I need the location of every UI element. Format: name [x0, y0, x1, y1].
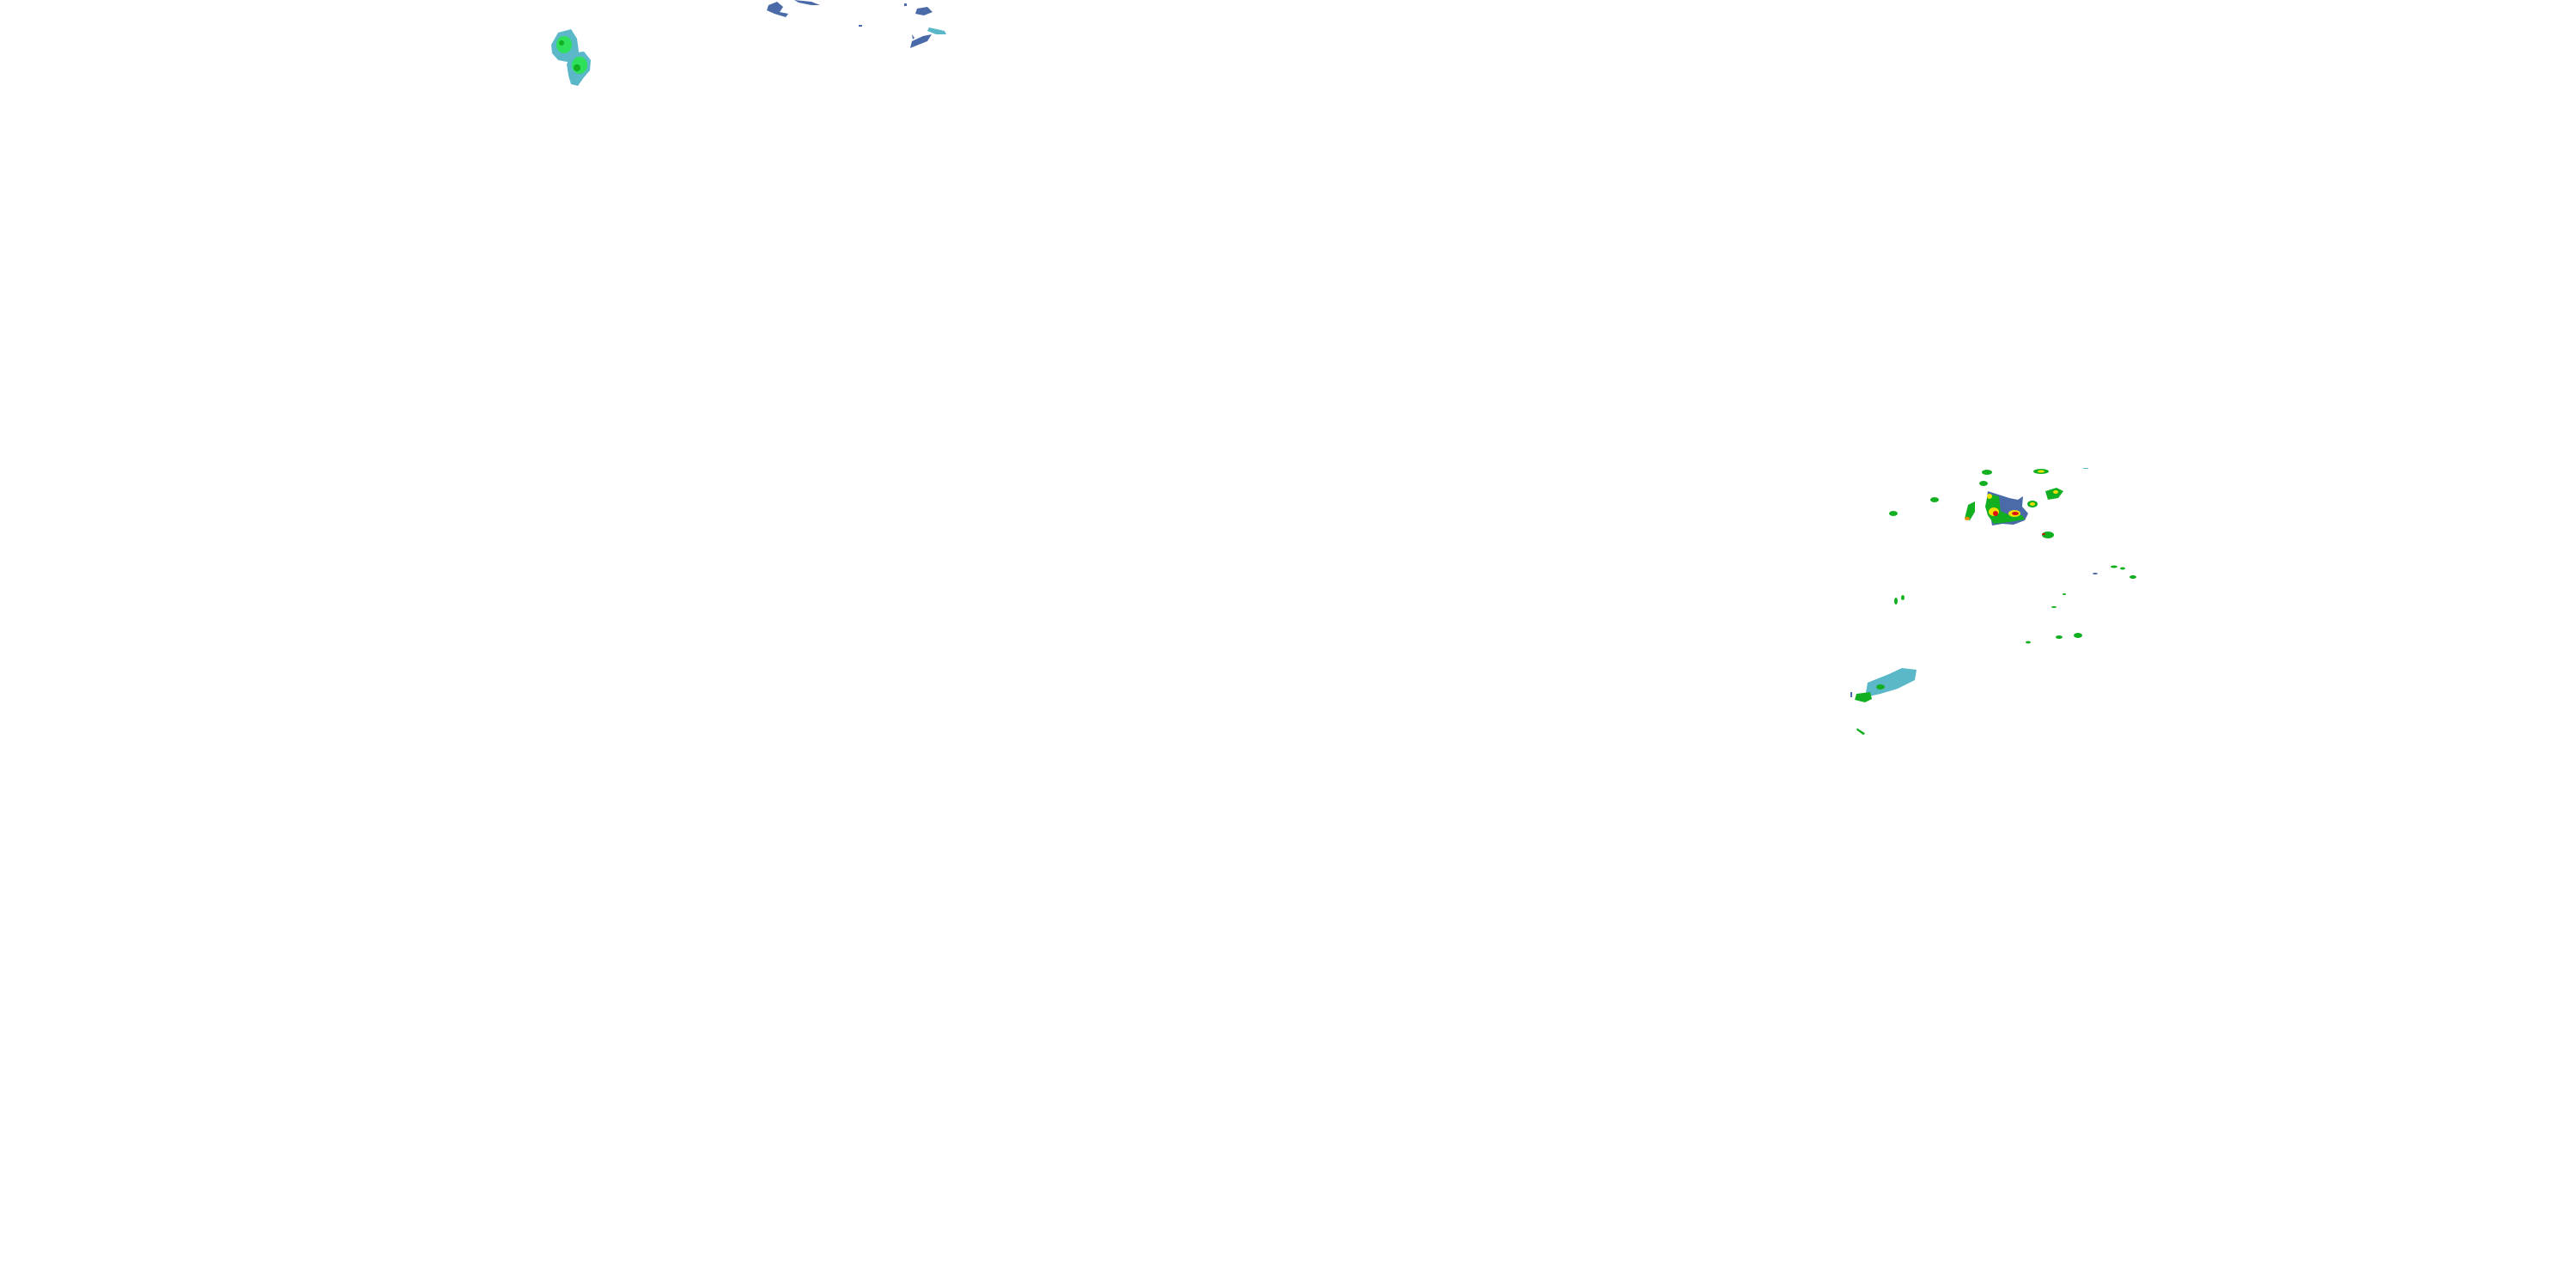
radar-echo	[2093, 573, 2098, 574]
radar-echo	[904, 3, 907, 6]
radar-echo	[2012, 512, 2019, 515]
radar-echo	[2045, 488, 2063, 500]
radar-echo	[556, 36, 572, 53]
radar-echo	[2074, 633, 2082, 638]
radar-echo	[559, 40, 564, 46]
radar-echo	[859, 25, 862, 27]
radar-echo	[2083, 468, 2088, 469]
radar-echo	[2026, 641, 2031, 644]
radar-echo	[2030, 502, 2035, 506]
radar-echo	[2129, 575, 2136, 579]
radar-echo	[2063, 593, 2066, 595]
radar-echo	[1876, 684, 1885, 690]
radar-echo	[1856, 728, 1865, 735]
radar-echo	[767, 2, 788, 17]
radar-echo	[1894, 598, 1898, 605]
radar-echo	[1979, 481, 1988, 486]
radar-echo	[910, 34, 932, 48]
radar-echo	[2053, 490, 2058, 494]
radar-echo	[2038, 470, 2044, 473]
radar-echo	[1889, 511, 1898, 516]
radar-echo	[2042, 532, 2054, 538]
echoes-north	[767, 0, 946, 48]
radar-echo	[2120, 567, 2125, 570]
radar-echo	[1930, 497, 1939, 502]
radar-echo	[915, 7, 933, 15]
radar-echo	[1982, 470, 1992, 475]
storm-cell-northwest	[551, 29, 591, 86]
radar-echo	[2111, 565, 2117, 568]
echoes-southeast	[1850, 511, 2136, 735]
radar-echo	[2056, 635, 2063, 639]
radar-echo	[2051, 606, 2057, 608]
radar-echo	[2042, 533, 2045, 535]
radar-echo	[574, 64, 580, 71]
radar-echo	[1965, 517, 1970, 520]
radar-echo	[1993, 511, 1998, 516]
radar-echo	[1965, 501, 1975, 520]
radar-echo	[1850, 692, 1852, 697]
radar-echo	[912, 34, 914, 39]
storm-cluster-southeast	[1930, 468, 2088, 538]
radar-echo	[1855, 692, 1872, 702]
radar-echo	[1901, 595, 1905, 600]
radar-echo	[572, 57, 587, 74]
radar-echo	[794, 0, 820, 5]
radar-echo	[1987, 494, 1992, 499]
radar-echo	[1865, 668, 1917, 697]
radar-echo	[927, 27, 946, 34]
